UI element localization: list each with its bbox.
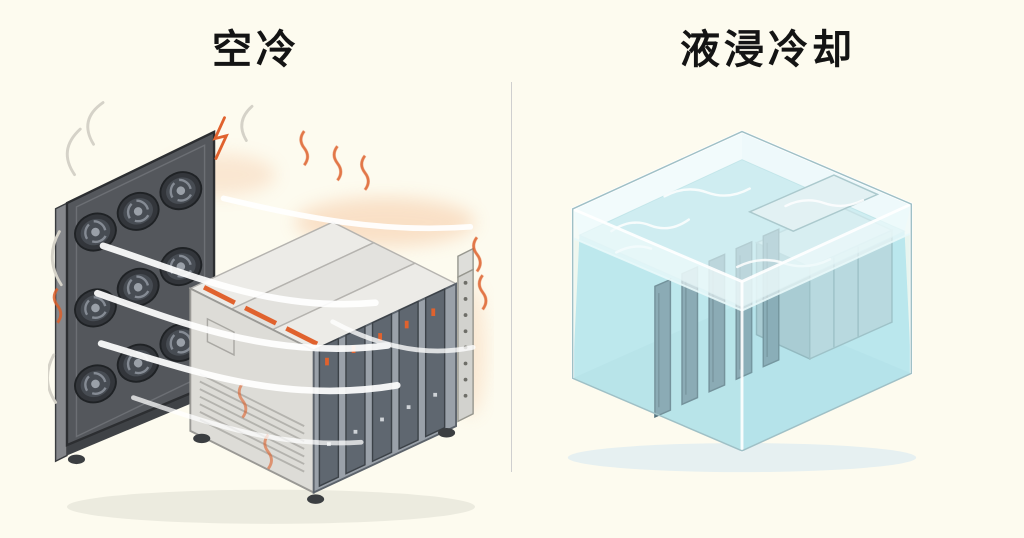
air-cooling-illustration [48,101,488,524]
air-cooling-title: 空冷 [212,27,300,73]
airflow-lines [94,195,476,446]
immersion-cooling-title: 液浸冷却 [680,27,856,73]
glass-edges [571,129,913,453]
panel-divider [511,82,512,472]
tank-back-wall [572,131,742,236]
wind-curl-icons [48,101,254,404]
server-blade [398,300,419,450]
glass-above-liquid [572,208,742,311]
heat-stripe [244,305,278,326]
heat-stripe [285,326,319,346]
rack-rail [457,247,474,423]
tank-shadow [567,443,917,473]
surface-tray [747,174,880,232]
spark-icon [212,116,229,160]
vent-icon [206,317,235,357]
glass-above-liquid [742,204,912,311]
immersion-tank [571,129,913,453]
chassis-feet [67,428,456,504]
heat-stripe [202,285,236,305]
immersion-cooling-illustration [567,129,917,473]
submerged-blade [654,278,672,419]
server-blade [318,337,340,488]
server-blade [424,287,446,438]
ground-shadow [66,489,476,524]
